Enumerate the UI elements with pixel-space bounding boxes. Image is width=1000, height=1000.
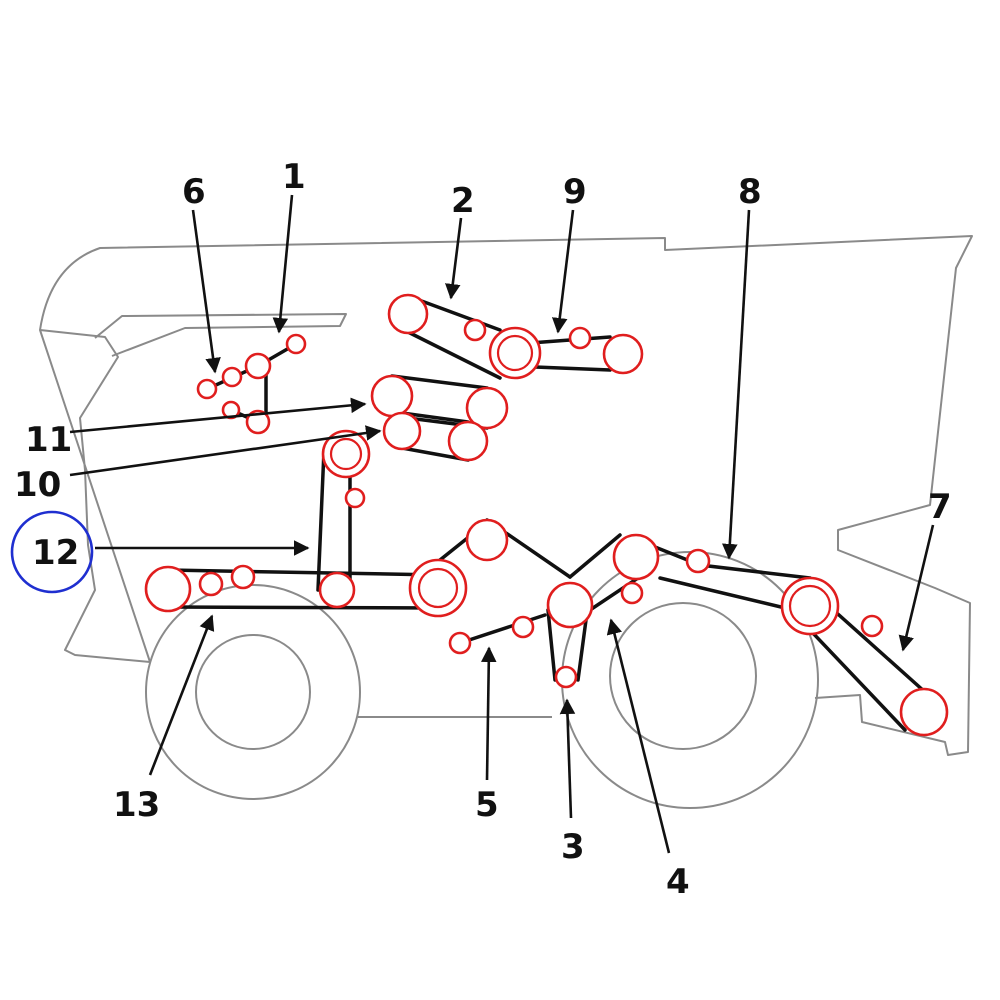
callout-4: 4 (666, 862, 690, 902)
pulley (387, 293, 429, 335)
leader-13 (148, 614, 215, 776)
front-hub (195, 634, 311, 750)
pulley (196, 378, 218, 400)
pulley (899, 687, 949, 737)
callout-11: 11 (25, 420, 72, 460)
leader-7 (898, 524, 935, 652)
pulley (685, 548, 711, 574)
leader-lines (69, 194, 935, 854)
rear-tire (561, 551, 819, 809)
pulley (620, 581, 644, 605)
callout-5: 5 (475, 785, 499, 825)
callout-2: 2 (451, 181, 475, 221)
callout-1: 1 (282, 157, 306, 197)
leader-10 (69, 425, 382, 477)
pulley (318, 571, 356, 609)
pulley (612, 533, 660, 581)
pulley (447, 420, 489, 462)
pulley (221, 366, 243, 388)
leader-2 (445, 217, 463, 300)
belt-13 (166, 568, 442, 610)
rear-hub (609, 602, 757, 750)
pulley (144, 565, 192, 613)
pulleys (144, 293, 949, 737)
front-tire (145, 584, 361, 800)
pulley (465, 386, 509, 430)
pulley (244, 352, 272, 380)
callout-10: 10 (14, 465, 61, 505)
pulley (568, 326, 592, 350)
combine-outline (39, 235, 973, 756)
pulley (511, 615, 535, 639)
leader-1 (272, 194, 294, 334)
front-wheel (145, 584, 361, 800)
pulley-inner (329, 437, 363, 471)
pulley-inner (417, 567, 459, 609)
callout-8: 8 (738, 172, 762, 212)
cab-roof-outline (94, 313, 347, 357)
leader-11 (69, 397, 367, 434)
pulley (321, 429, 371, 479)
pulley-inner (788, 584, 832, 628)
belts (166, 294, 927, 732)
leader-4 (606, 618, 671, 854)
leader-5 (480, 646, 497, 781)
leader-6 (191, 209, 221, 374)
pulley (463, 318, 487, 342)
callout-13: 13 (113, 785, 160, 825)
belt-12 (316, 448, 352, 592)
callout-labels: 1 2 3 4 5 6 7 8 9 10 11 12 13 (14, 157, 952, 902)
selected-callout-ring[interactable] (10, 510, 94, 594)
pulley (465, 518, 509, 562)
pulley (554, 665, 578, 689)
pulley (860, 614, 884, 638)
pulley (448, 631, 472, 655)
pulley (245, 409, 271, 435)
rear-wheel (561, 551, 819, 809)
pulley (546, 581, 594, 629)
leader-3 (559, 698, 576, 819)
callout-12[interactable]: 12 (32, 533, 79, 573)
pulley (602, 333, 644, 375)
callout-9: 9 (563, 172, 587, 212)
combine-body-outline (39, 235, 973, 756)
pulley (198, 571, 224, 597)
belt-3 (546, 608, 588, 682)
callout-6: 6 (182, 172, 206, 212)
leader-9 (551, 209, 575, 334)
leader-8 (722, 209, 751, 560)
pulley (230, 564, 256, 590)
pulley (285, 333, 307, 355)
pulley (370, 374, 414, 418)
pulley (344, 487, 366, 509)
callout-7: 7 (928, 487, 952, 527)
pulley-inner (496, 334, 534, 372)
callout-3: 3 (561, 827, 585, 867)
pulley (382, 411, 422, 451)
